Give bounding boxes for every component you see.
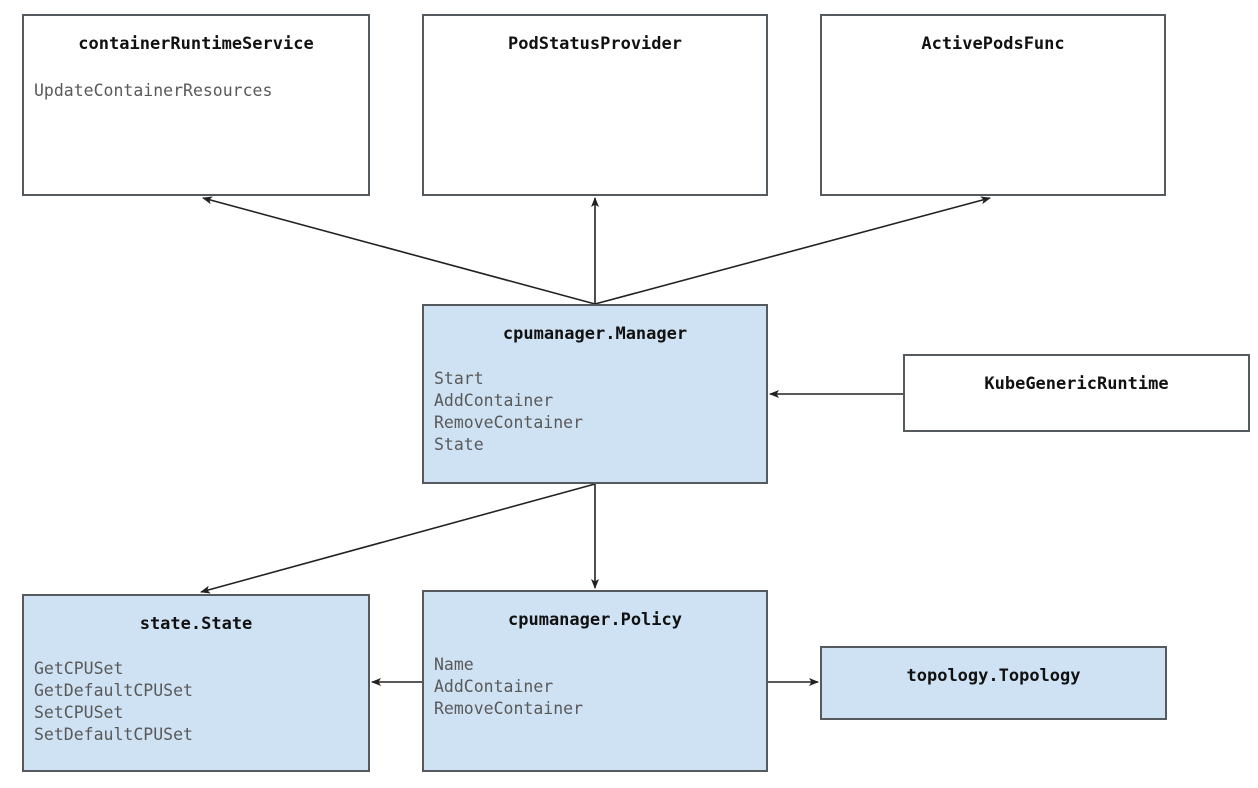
class-node-method: SetCPUSet bbox=[34, 703, 124, 722]
class-node-method: GetDefaultCPUSet bbox=[34, 681, 193, 700]
class-node-title: topology.Topology bbox=[906, 666, 1081, 686]
class-node-method: SetDefaultCPUSet bbox=[34, 725, 193, 744]
class-node-method-list: UpdateContainerResources bbox=[24, 80, 368, 102]
class-node-title: PodStatusProvider bbox=[508, 34, 682, 54]
class-node-method: RemoveContainer bbox=[434, 413, 584, 432]
class-node-method: AddContainer bbox=[434, 677, 554, 696]
edge-manager-to-containerRuntimeService bbox=[202, 196, 596, 305]
edge-manager-to-activePodsFunc bbox=[594, 196, 991, 305]
class-node-title: KubeGenericRuntime bbox=[984, 374, 1169, 394]
class-node-title: cpumanager.Manager bbox=[502, 324, 688, 344]
class-node-method: RemoveContainer bbox=[434, 699, 584, 718]
edge-manager-to-stateState bbox=[200, 483, 596, 594]
class-node-method: AddContainer bbox=[434, 391, 554, 410]
class-node-podStatusProvider[interactable]: PodStatusProvider bbox=[422, 14, 768, 196]
class-node-kubeGenericRuntime[interactable]: KubeGenericRuntime bbox=[903, 354, 1250, 432]
class-node-activePodsFunc[interactable]: ActivePodsFunc bbox=[820, 14, 1166, 196]
class-node-title: ActivePodsFunc bbox=[921, 34, 1065, 54]
class-node-title: cpumanager.Policy bbox=[508, 610, 682, 630]
class-node-method: State bbox=[434, 435, 484, 454]
class-node-method: UpdateContainerResources bbox=[34, 81, 273, 100]
class-node-title: state.State bbox=[139, 614, 253, 634]
class-node-topologyTopology[interactable]: topology.Topology bbox=[820, 646, 1167, 720]
class-node-method: Start bbox=[434, 369, 484, 388]
class-node-title: containerRuntimeService bbox=[78, 34, 314, 54]
class-node-method: Name bbox=[434, 655, 474, 674]
class-node-method: GetCPUSet bbox=[34, 659, 124, 678]
